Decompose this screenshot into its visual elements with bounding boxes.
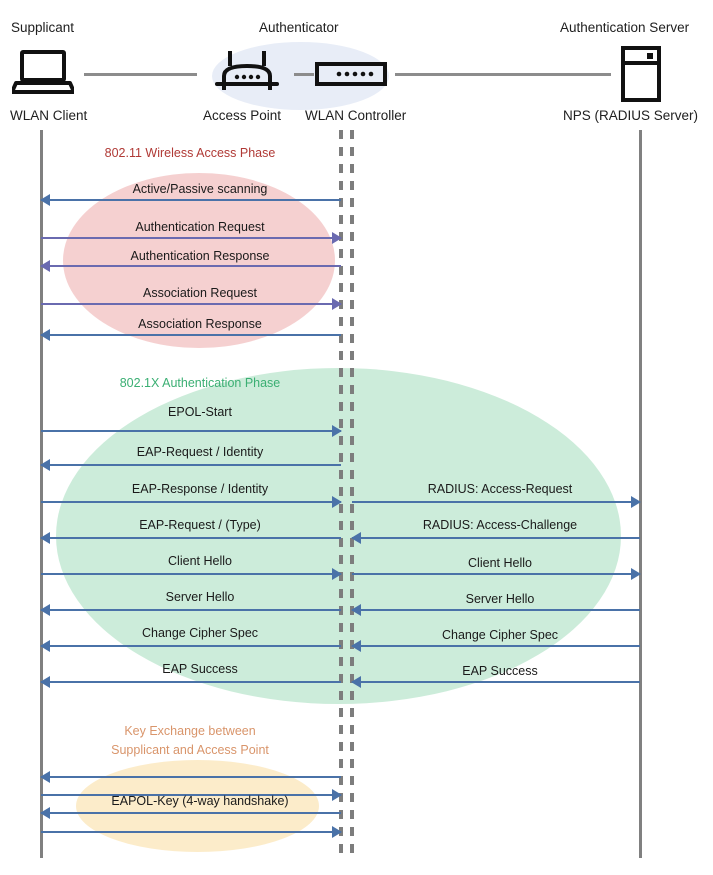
access-point-icon xyxy=(214,48,280,99)
message-arrow xyxy=(40,260,341,272)
message-label-right: RADIUS: Access-Request xyxy=(427,482,573,496)
message-arrow xyxy=(41,496,342,508)
phase-keyexchange-ellipse xyxy=(76,760,319,852)
message-arrow-right xyxy=(351,604,640,616)
laptop-icon xyxy=(10,50,76,99)
phase-80211-ellipse xyxy=(63,173,335,348)
phase-keyexchange-title-line2: Supplicant and Access Point xyxy=(111,743,269,757)
message-arrow xyxy=(40,459,341,471)
message-label-right: Server Hello xyxy=(465,592,535,606)
message-label: EAP-Response / Identity xyxy=(131,482,269,496)
message-label: EAP-Request / (Type) xyxy=(139,518,261,532)
wlan-controller-icon xyxy=(315,62,387,91)
message-label: EPOL-Start xyxy=(168,405,232,419)
message-arrow xyxy=(40,604,341,616)
connector-ap-to-controller xyxy=(294,73,314,76)
message-label: Authentication Response xyxy=(130,249,270,263)
phase-keyexchange-title-line1: Key Exchange between xyxy=(124,724,256,738)
message-arrow xyxy=(41,425,342,437)
connector-controller-to-server xyxy=(395,73,611,76)
message-label-right: Client Hello xyxy=(468,556,532,570)
message-arrow xyxy=(41,568,342,580)
message-label: Change Cipher Spec xyxy=(141,626,259,640)
message-arrow xyxy=(41,826,342,838)
message-label-right: Change Cipher Spec xyxy=(441,628,559,642)
message-label: Authentication Request xyxy=(135,220,265,234)
message-label: Server Hello xyxy=(165,590,235,604)
message-arrow xyxy=(41,298,342,310)
node-label-nps-server: NPS (RADIUS Server) xyxy=(563,108,699,123)
message-arrow-right xyxy=(351,640,640,652)
phase-8021x-title: 802.1X Authentication Phase xyxy=(119,376,281,390)
server-icon xyxy=(620,46,662,107)
authenticator-group-ellipse xyxy=(212,42,389,110)
message-label: EAP-Request / Identity xyxy=(136,445,264,459)
lifeline-wlan-client xyxy=(40,130,43,858)
eapol-key-label: EAPOL-Key (4-way handshake) xyxy=(111,794,289,808)
message-label: Active/Passive scanning xyxy=(132,182,268,196)
message-label-right: RADIUS: Access-Challenge xyxy=(422,518,578,532)
lifeline-nps-server xyxy=(639,130,642,858)
message-label: EAP Success xyxy=(162,662,238,676)
message-label: Association Response xyxy=(138,317,262,331)
message-arrow xyxy=(40,676,341,688)
message-arrow xyxy=(40,329,341,341)
message-label-right: EAP Success xyxy=(462,664,538,678)
message-arrow xyxy=(40,532,341,544)
role-label-auth-server: Authentication Server xyxy=(560,20,690,35)
node-label-wlan-client: WLAN Client xyxy=(10,108,88,123)
node-label-wlan-controller: WLAN Controller xyxy=(305,108,407,123)
message-arrow xyxy=(41,232,342,244)
lifeline-wlan-controller xyxy=(350,130,354,858)
connector-client-to-ap xyxy=(84,73,197,76)
message-arrow-right xyxy=(352,568,641,580)
phase-80211-title: 802.11 Wireless Access Phase xyxy=(104,146,276,160)
role-label-authenticator: Authenticator xyxy=(259,20,339,35)
role-label-supplicant: Supplicant xyxy=(11,20,75,35)
message-arrow xyxy=(40,807,341,819)
message-arrow-right xyxy=(352,496,641,508)
message-arrow xyxy=(40,640,341,652)
lifeline-access-point xyxy=(339,130,343,858)
phase-8021x-ellipse xyxy=(56,368,621,704)
message-label: Client Hello xyxy=(168,554,232,568)
message-arrow-right xyxy=(351,676,640,688)
node-label-access-point: Access Point xyxy=(203,108,282,123)
message-label: Association Request xyxy=(143,286,257,300)
message-arrow-right xyxy=(351,532,640,544)
message-arrow xyxy=(41,789,342,801)
message-arrow xyxy=(40,771,341,783)
message-arrow xyxy=(40,194,341,206)
